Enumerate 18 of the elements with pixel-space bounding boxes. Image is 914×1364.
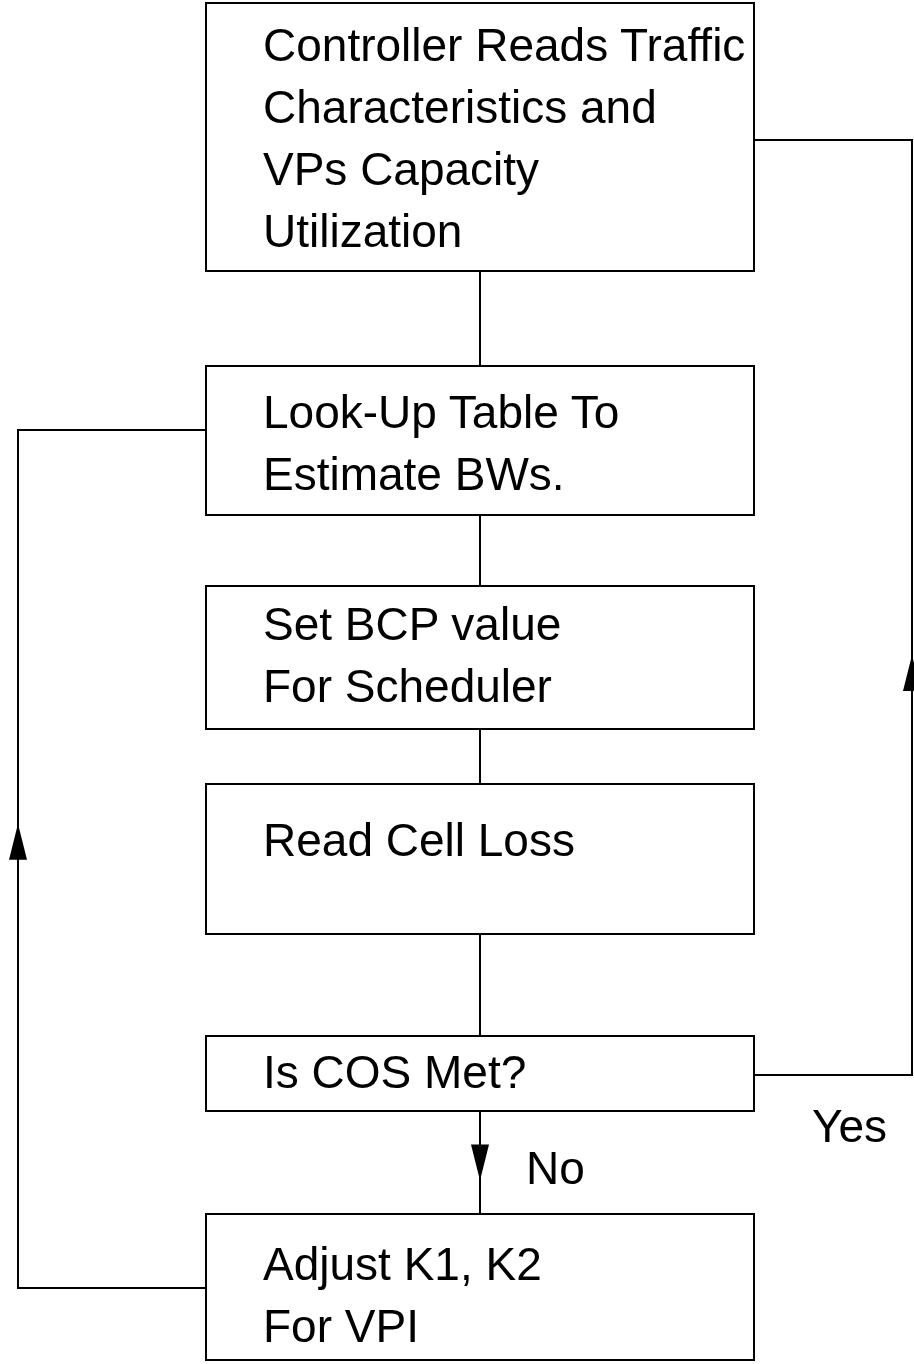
- process-box: [205, 783, 755, 935]
- process-box: [205, 1035, 755, 1112]
- connector-line: [479, 515, 481, 586]
- process-box: [205, 365, 755, 516]
- box-text: Controller Reads Traffic Characteristics and VPs Capacity Utilization: [263, 18, 747, 259]
- connector-line: [479, 729, 481, 784]
- process-box: [205, 2, 755, 272]
- box-text: Look-Up Table To Estimate BWs.: [263, 385, 621, 502]
- connector-line: [479, 271, 481, 366]
- box-text: Is COS Met?: [263, 1045, 528, 1100]
- arrow: [9, 429, 206, 1289]
- process-box: [205, 1213, 755, 1361]
- box-text: Read Cell Loss: [263, 813, 576, 868]
- connector-line: [479, 934, 481, 1036]
- arrow: [754, 139, 914, 1076]
- process-box: [205, 585, 755, 730]
- box-text: Adjust K1, K2 For VPI: [263, 1237, 543, 1354]
- box-text: Set BCP value For Scheduler: [263, 597, 563, 714]
